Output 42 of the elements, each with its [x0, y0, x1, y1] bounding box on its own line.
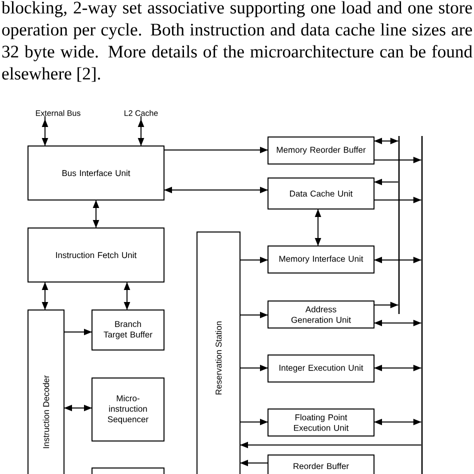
unit-box: Data Cache Unit	[268, 178, 374, 210]
unit-box: Memory Interface Unit	[268, 246, 374, 274]
arrow	[164, 146, 268, 154]
unit-box: Memory Reorder Buffer	[268, 136, 374, 164]
arrow	[240, 460, 268, 466]
body-text: blocking, 2-way set associative supporting one load and one store operation per cycle. Both instruction and data cache line sizes are 32 byte wide. More details of the microarchitecture can be found elsewhere [2].	[2, 1, 472, 82]
arrow	[374, 138, 399, 144]
arrow	[240, 364, 268, 372]
unit-box: Reorder Buffer	[268, 454, 374, 474]
arrow	[240, 256, 268, 264]
unit-box: Micro-instruction Sequencer	[92, 378, 164, 442]
arrow	[374, 320, 422, 326]
arrow	[314, 209, 322, 246]
arrow	[374, 364, 422, 372]
unit-box: Integer Execution Unit	[268, 354, 374, 382]
arrow	[374, 256, 422, 264]
unit-box: Instruction Decoder	[28, 310, 64, 474]
port-label: L2 Cache	[124, 110, 158, 116]
arrow	[42, 116, 48, 146]
unit-box: Floating Point Execution Unit	[268, 408, 374, 436]
unit-box	[92, 468, 164, 474]
arrow	[374, 418, 422, 426]
arrow	[374, 302, 399, 308]
unit-box: Bus Interface Unit	[28, 146, 164, 200]
arrow	[374, 156, 422, 164]
unit-box: Address Generation Unit	[268, 300, 374, 328]
arrow	[374, 178, 399, 186]
arrow	[240, 312, 268, 318]
arrow	[42, 282, 48, 310]
unit-box: Reservation Station	[196, 232, 240, 474]
arrow	[124, 282, 130, 310]
arrow	[374, 196, 422, 204]
arrow	[64, 404, 92, 412]
arrow	[138, 116, 144, 146]
port-label: External Bus	[36, 110, 80, 116]
arrow	[164, 186, 268, 194]
arrow	[64, 328, 92, 336]
unit-box: Instruction Fetch Unit	[28, 228, 164, 282]
arrow	[240, 442, 422, 448]
unit-box: Branch Target Buffer	[92, 310, 164, 350]
arrow	[92, 200, 100, 228]
arrow	[240, 418, 268, 426]
